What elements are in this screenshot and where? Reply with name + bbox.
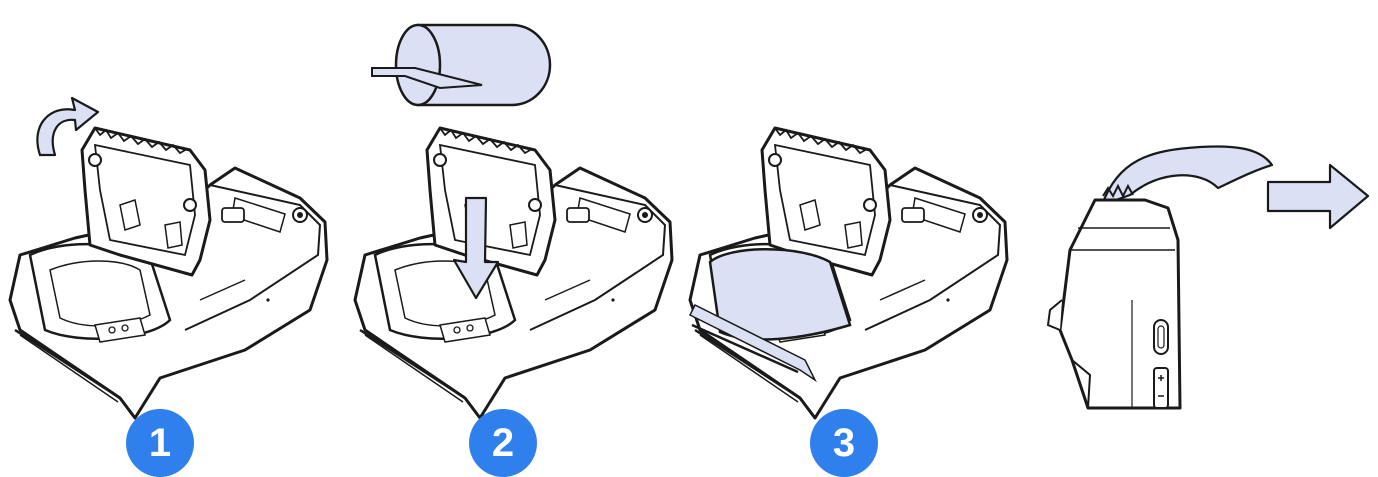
printer-loaded-icon (690, 128, 1007, 418)
right-arrow-icon (1266, 163, 1370, 230)
step-4 (1046, 145, 1370, 410)
printer-open-icon (8, 126, 329, 420)
open-lid-arrow-icon (36, 96, 100, 157)
tear-paper-icon (1100, 145, 1274, 207)
down-arrow-icon (452, 196, 500, 300)
printer-open-icon (353, 126, 674, 420)
step-1-badge: 1 (126, 409, 194, 477)
step-1 (8, 96, 329, 420)
step-2-number: 2 (491, 420, 515, 465)
step-2-badge: 2 (469, 409, 537, 477)
paper-roll-icon (371, 23, 552, 107)
printer-side-view-icon (1046, 198, 1182, 410)
step-3 (690, 128, 1007, 418)
step-1-number: 1 (148, 420, 172, 465)
step-2 (353, 23, 674, 420)
step-3-badge: 3 (810, 409, 878, 477)
step-3-number: 3 (832, 420, 856, 465)
